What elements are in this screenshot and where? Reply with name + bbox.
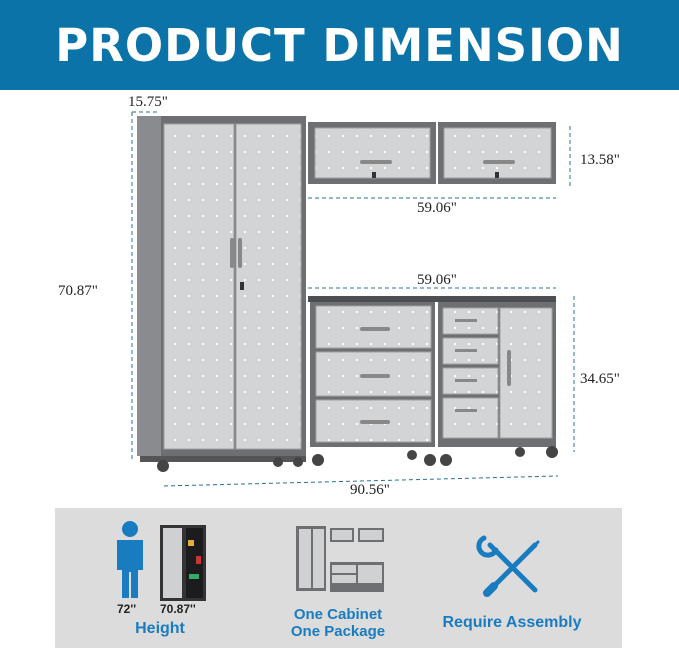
total-height-label: 70.87" [58,283,98,299]
tall-cabinet [137,116,306,472]
height-label: Height [135,620,185,637]
wall-cabinet-height-label: 13.58" [580,152,620,168]
person-height-value: 72'' [117,602,137,616]
wall-cabinets [308,122,556,184]
dimension-lines [131,111,575,487]
cabinet-height-value: 70.87'' [160,602,196,616]
wall-cabinet-width-label: 59.06" [417,200,457,216]
package-label-line1: One Cabinet [293,606,383,623]
title-banner: PRODUCT DIMENSION [0,0,679,90]
base-cabinet-height-label: 34.65" [580,371,620,387]
base-cabinet-width-label: 59.06" [417,272,457,288]
package-label-line2: One Package [290,623,386,640]
base-cabinets [308,296,558,466]
page-title: PRODUCT DIMENSION [55,18,624,72]
assembly-label: Require Assembly [442,614,582,631]
total-width-label: 90.56" [350,482,390,498]
depth-label: 15.75" [128,94,168,110]
cabinet-set-illustration [131,111,575,487]
